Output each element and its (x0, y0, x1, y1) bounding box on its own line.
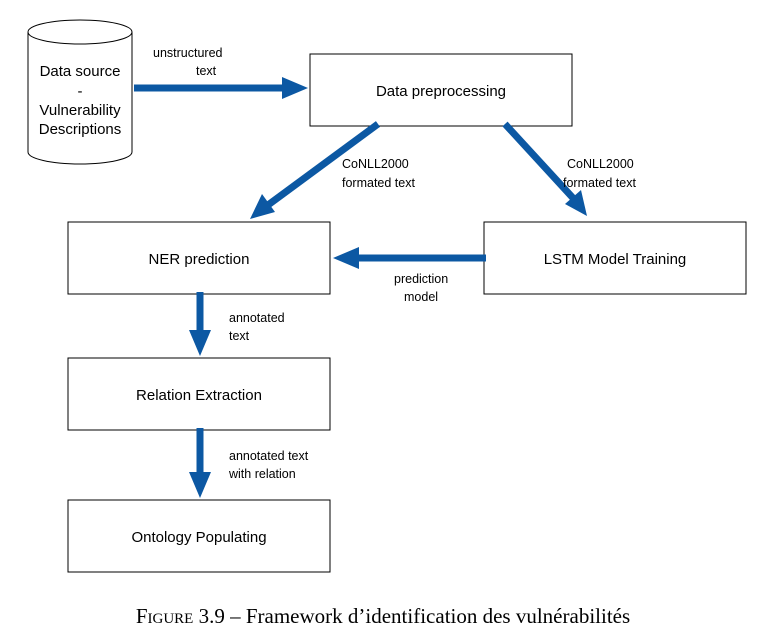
data-preprocessing-label: Data preprocessing (376, 83, 506, 100)
framework-diagram: Data source - Vulnerability Descriptions… (27, 19, 747, 573)
edge-label-conll-left-line-1: CoNLL2000 (342, 157, 409, 171)
figure-caption-separator: – (230, 604, 241, 628)
relation-extraction-label: Relation Extraction (136, 387, 262, 404)
edge-label-conll-right-line-1: CoNLL2000 (567, 157, 634, 171)
edge-label-annotated-line-1: annotated (229, 311, 285, 325)
data-source-line-4: Descriptions (39, 121, 122, 138)
data-source-line-1: Data source (40, 63, 121, 80)
ontology-populating-node: Ontology Populating (67, 499, 331, 573)
arrow-relation-to-ontology (189, 428, 211, 498)
edge-label-conll-left-line-2: formated text (342, 176, 415, 190)
ner-prediction-label: NER prediction (149, 251, 250, 268)
arrow-ner-to-relation (189, 292, 211, 356)
ner-prediction-node: NER prediction (67, 221, 331, 295)
edge-label-prediction-line-2: model (404, 290, 438, 304)
figure-caption-label: Figure 3.9 (135, 604, 225, 628)
arrow-lstm-to-ner (333, 247, 486, 269)
figure-caption-text: Framework d’identification des vulnérabi… (245, 604, 631, 628)
edge-label-annotated-line-2: text (229, 329, 250, 343)
arrow-preprocessing-to-ner (250, 121, 381, 219)
arrow-source-to-preprocessing (134, 77, 308, 99)
arrow-preprocessing-to-lstm (502, 121, 587, 216)
edge-label-annotated-relation-line-1: annotated text (229, 449, 309, 463)
data-source-line-3: Vulnerability (39, 102, 121, 119)
edge-label-prediction-line-1: prediction (394, 272, 448, 286)
edge-label-unstructured-line-1: unstructured (153, 46, 223, 60)
data-preprocessing-node: Data preprocessing (309, 53, 573, 127)
ontology-populating-label: Ontology Populating (131, 529, 266, 546)
lstm-training-label: LSTM Model Training (544, 251, 687, 268)
figure-caption: Figure 3.9 – Framework d’identification … (0, 604, 766, 629)
data-source-line-2: - (78, 83, 83, 100)
relation-extraction-node: Relation Extraction (67, 357, 331, 431)
edge-label-annotated-relation-line-2: with relation (228, 467, 296, 481)
edge-label-conll-right-line-2: formated text (563, 176, 636, 190)
lstm-training-node: LSTM Model Training (483, 221, 747, 295)
data-source-node: Data source - Vulnerability Descriptions (27, 19, 133, 165)
edge-label-unstructured-line-2: text (196, 64, 217, 78)
